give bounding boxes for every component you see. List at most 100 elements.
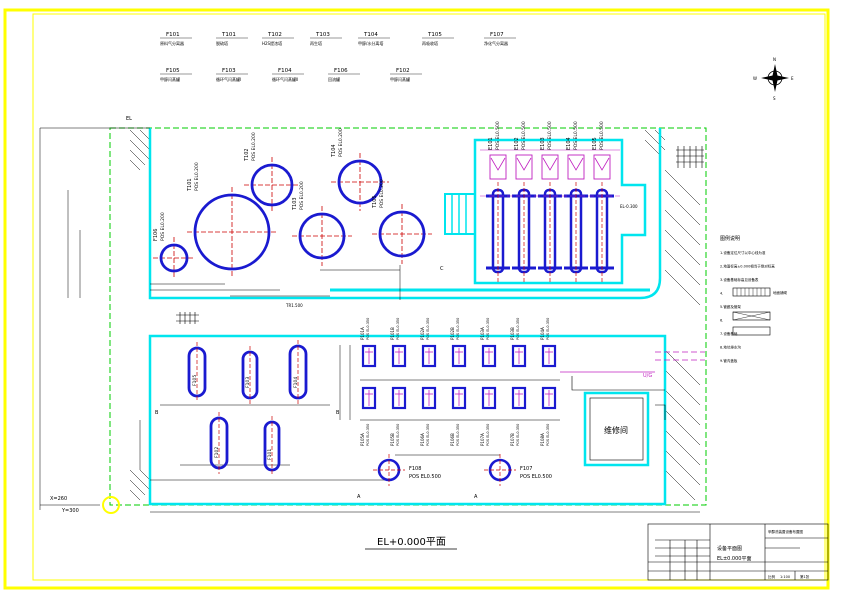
tower-shell bbox=[298, 212, 346, 260]
pump-elev: POS EL0.350 bbox=[456, 424, 460, 446]
legend-name: 原料气分离器 bbox=[160, 40, 184, 46]
pump-elev: POS EL0.350 bbox=[546, 318, 550, 340]
legend-code: F102 bbox=[396, 68, 410, 74]
pump-tag: P106B bbox=[450, 433, 455, 446]
legend-entry: F107 净化气分离器 bbox=[484, 32, 516, 46]
note-line: 9.管沟盖板 bbox=[720, 358, 738, 363]
pump-base bbox=[511, 386, 527, 410]
legend-name: 再吸收塔 bbox=[422, 40, 438, 46]
separator-tag: F107 bbox=[520, 466, 532, 472]
tb-scale: 1:100 bbox=[780, 575, 790, 579]
tb-sheet: 第1张 bbox=[800, 574, 810, 579]
legend-name: 甲醇/水分离塔 bbox=[358, 40, 383, 46]
repair-room: 维修间 bbox=[571, 376, 666, 467]
underground-line: U/G bbox=[560, 351, 705, 379]
exchanger-head bbox=[541, 154, 559, 180]
pump-elev: POS EL0.350 bbox=[426, 318, 430, 340]
tower-shell bbox=[193, 193, 271, 271]
mark-a1: A bbox=[357, 494, 361, 500]
pump-base bbox=[511, 344, 527, 368]
steps-lines bbox=[451, 194, 467, 234]
tower-shell bbox=[250, 163, 294, 207]
exchanger-tag: E104 bbox=[566, 137, 572, 150]
sheet-border-outer bbox=[3, 8, 830, 590]
pump-elev: POS EL0.350 bbox=[396, 424, 400, 446]
note-line: 2.地面标高±0.000相当于绝对标高 bbox=[720, 264, 775, 269]
tr-mark: TR1.500 bbox=[285, 303, 303, 308]
exchanger-tag: E101 bbox=[488, 137, 494, 150]
exchanger-bay bbox=[473, 138, 647, 285]
legend-code: F101 bbox=[166, 32, 180, 38]
pump-elev: POS EL0.350 bbox=[366, 318, 370, 340]
compass-s: S bbox=[773, 96, 776, 101]
tower-tag: T105 bbox=[372, 195, 378, 209]
separator-tag: F108 bbox=[409, 466, 421, 472]
separator-elev: POS EL0.500 bbox=[409, 474, 441, 480]
pump-base bbox=[391, 344, 407, 368]
pump-base bbox=[421, 344, 437, 368]
exchanger-elev: POS EL0.500 bbox=[573, 121, 579, 150]
legend-name: 甲醇闪蒸罐 bbox=[390, 76, 410, 82]
exchanger-tag: E105 bbox=[592, 137, 598, 150]
tb-project: 甲醇洗装置设备布置图 bbox=[768, 529, 803, 534]
sheet-border-inner bbox=[32, 13, 826, 581]
mark-c1: C bbox=[440, 266, 444, 272]
legend-entry: F102 甲醇闪蒸罐 bbox=[390, 68, 422, 82]
exchanger-elev: POS EL0.500 bbox=[547, 121, 553, 150]
plan-title: EL+0.000平面 bbox=[365, 537, 457, 550]
pump-tag: P106A bbox=[420, 433, 425, 446]
tower-tag: T103 bbox=[292, 197, 298, 211]
legend-name: 净化气分离器 bbox=[484, 40, 508, 46]
repair-room-label: 维修间 bbox=[604, 425, 628, 435]
tower-tag: F106 bbox=[153, 229, 159, 241]
pump-elev: POS EL0.350 bbox=[546, 424, 550, 446]
equipment-legend: F101原料气分离器T101脱硫塔T102H2S提浓塔T103再生塔T104甲醇… bbox=[160, 32, 516, 82]
notes-panel: 图例说明 1.设备定位尺寸以中心线为准2.地面标高±0.000相当于绝对标高3.… bbox=[720, 235, 787, 363]
pump-elev: POS EL0.350 bbox=[366, 424, 370, 446]
title-block bbox=[647, 523, 829, 581]
tower-elev: POS EL0.200 bbox=[338, 128, 344, 157]
exchanger-tag: E102 bbox=[514, 137, 520, 150]
exchanger-head bbox=[567, 154, 585, 180]
pump-tag: P107A bbox=[480, 433, 485, 446]
pump-elev: POS EL0.350 bbox=[486, 424, 490, 446]
pump-tag: P103A bbox=[480, 327, 485, 340]
el-mark: EL bbox=[126, 116, 132, 122]
legend-name: 循环气闪蒸罐I bbox=[216, 76, 241, 82]
tower-elev: POS EL0.200 bbox=[379, 179, 385, 208]
legend-name: 脱硫塔 bbox=[216, 40, 228, 46]
tower-tag: T104 bbox=[331, 144, 337, 158]
tower-elev: POS EL0.200 bbox=[160, 212, 166, 241]
legend-code: T105 bbox=[427, 32, 442, 38]
vessel-tag: F104 bbox=[293, 377, 299, 388]
tb-drawing: 设备平面图 bbox=[717, 545, 742, 552]
exchanger-head bbox=[593, 154, 611, 180]
note-line: 1.设备定位尺寸以中心线为准 bbox=[720, 250, 766, 255]
tower-tag: T102 bbox=[244, 148, 250, 162]
pump-elev: POS EL0.350 bbox=[516, 424, 520, 446]
pump-elev: POS EL0.350 bbox=[486, 318, 490, 340]
legend-code: T102 bbox=[267, 32, 282, 38]
floor-grating-icon bbox=[176, 146, 704, 324]
pump-tag: P104A bbox=[540, 327, 545, 340]
exchanger-elev: POS EL0.500 bbox=[495, 121, 501, 150]
exchanger-tag: E103 bbox=[540, 137, 546, 150]
pump-base bbox=[541, 344, 557, 368]
legend-code: T104 bbox=[363, 32, 378, 38]
pump-tag: P102A bbox=[420, 327, 425, 340]
tower-shell bbox=[159, 243, 189, 273]
legend-entry: T104 甲醇/水分离塔 bbox=[358, 32, 390, 46]
pump-elev: POS EL0.350 bbox=[396, 318, 400, 340]
note-line: 7.设备基础 bbox=[720, 331, 738, 336]
compass-w: W bbox=[753, 76, 757, 81]
legend-code: F107 bbox=[490, 32, 504, 38]
pump-base bbox=[541, 386, 557, 410]
mark-b2: B bbox=[336, 410, 340, 416]
pump-tag: P102B bbox=[450, 327, 455, 340]
tower-elev: POS EL0.200 bbox=[251, 132, 257, 161]
